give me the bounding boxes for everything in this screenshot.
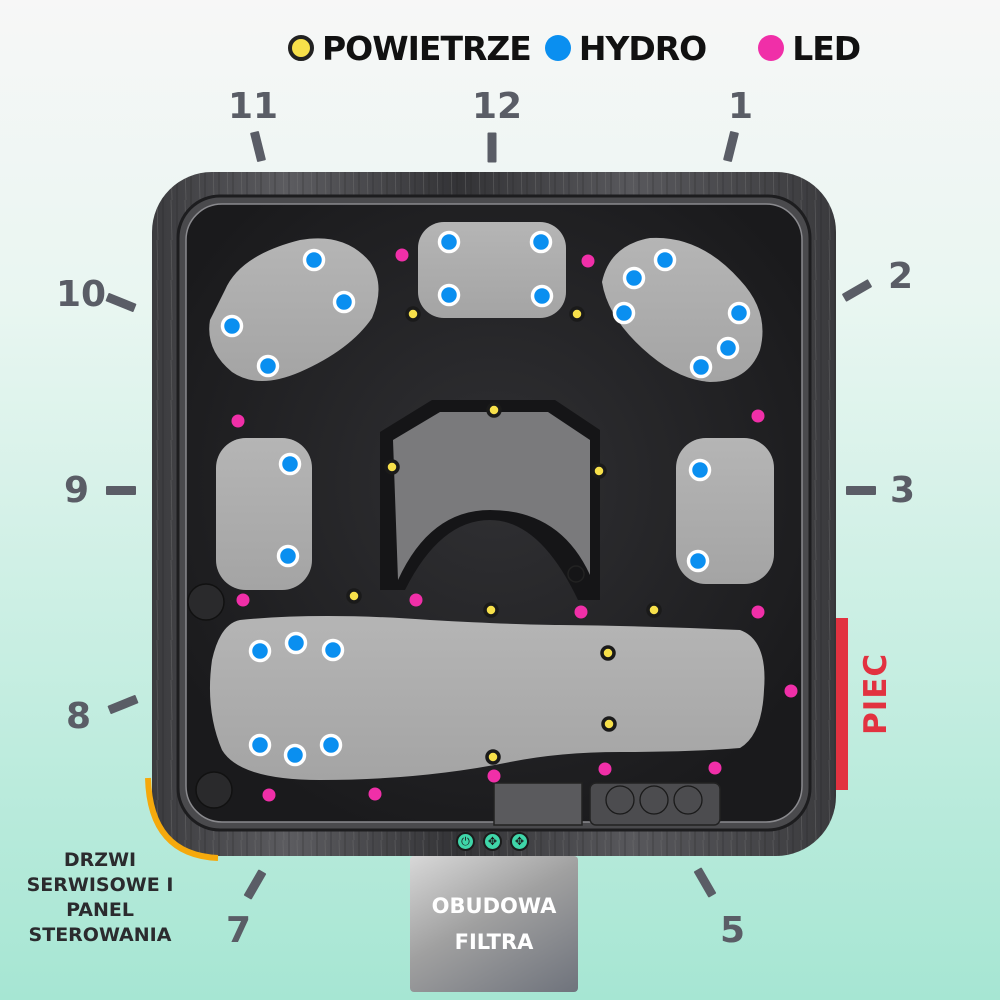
air-jet <box>601 716 617 732</box>
air-jet <box>600 645 616 661</box>
service-label-line4: STEROWANIA <box>28 924 172 946</box>
hydro-jet <box>248 733 272 757</box>
led-light <box>231 414 245 428</box>
led-light <box>262 788 276 802</box>
filter-label-line1: OBUDOWA <box>431 894 557 918</box>
legend-item-led: LED <box>758 28 861 68</box>
direction-pad-icon[interactable]: ✥ <box>510 832 529 851</box>
hydro-jet <box>622 266 646 290</box>
service-door-arc <box>145 777 219 861</box>
hydro-jet <box>278 452 302 476</box>
service-label-line2: SERWISOWE I <box>26 874 174 896</box>
position-12-label: 12 <box>472 86 523 127</box>
service-label-line1: DRZWI <box>63 849 137 871</box>
legend-item-hydro: HYDRO <box>544 28 707 68</box>
led-icon <box>758 35 785 61</box>
air-jet <box>384 459 400 475</box>
seat-top-left-lounger <box>209 238 379 381</box>
hydro-jet <box>686 549 710 573</box>
hydro-jet <box>689 355 713 379</box>
hydro-jet <box>276 544 300 568</box>
heater-marker <box>836 618 848 790</box>
led-light <box>751 605 765 619</box>
power-icon[interactable]: ⏻ <box>456 832 475 851</box>
legend-label-led: LED <box>792 28 861 68</box>
air-jet <box>569 306 585 322</box>
air-jet <box>346 588 362 604</box>
heater-label: PIEC <box>858 652 894 735</box>
position-2-label: 2 <box>888 256 914 297</box>
position-9-tick <box>106 486 136 495</box>
hydro-jet <box>302 248 326 272</box>
air-jet <box>483 602 499 618</box>
position-12-tick <box>487 132 497 163</box>
air-jet <box>486 402 502 418</box>
position-10-label: 10 <box>56 274 107 315</box>
led-light <box>236 593 250 607</box>
hydro-jet <box>248 639 272 663</box>
jets-layer <box>220 230 798 802</box>
legend-label-air: POWIETRZE <box>322 28 532 68</box>
hydro-jet <box>220 314 244 338</box>
legend-label-hydro: HYDRO <box>578 28 707 68</box>
hydro-jet <box>284 631 308 655</box>
air-jet <box>591 463 607 479</box>
hydro-jet <box>283 743 307 767</box>
position-5-label: 5 <box>720 910 746 951</box>
position-7-label: 7 <box>226 910 252 951</box>
hydro-jet <box>437 230 461 254</box>
service-label-line3: PANEL <box>66 899 134 921</box>
led-light <box>708 761 722 775</box>
position-8-label: 8 <box>66 696 92 737</box>
direction-pad-icon[interactable]: ✥ <box>483 832 502 851</box>
hydro-jet <box>727 301 751 325</box>
hydro-jet <box>256 354 280 378</box>
air-jet <box>646 602 662 618</box>
position-9-label: 9 <box>64 470 90 511</box>
filter-housing: OBUDOWA FILTRA <box>410 856 578 992</box>
led-light <box>409 593 423 607</box>
hydro-jet <box>437 283 461 307</box>
hydro-jet <box>319 733 343 757</box>
hydro-jet <box>530 284 554 308</box>
position-3-label: 3 <box>890 470 916 511</box>
hydro-jet <box>321 638 345 662</box>
seat-bottom-lounger <box>209 616 765 780</box>
hydro-jet <box>716 336 740 360</box>
service-door-label: DRZWI SERWISOWE I PANEL STEROWANIA <box>10 848 190 948</box>
led-light <box>487 769 501 783</box>
led-light <box>368 787 382 801</box>
led-light <box>751 409 765 423</box>
led-light <box>574 605 588 619</box>
hydro-jet <box>529 230 553 254</box>
position-3-tick <box>846 486 876 495</box>
hydro-jet <box>688 458 712 482</box>
led-light <box>581 254 595 268</box>
hydro-jet <box>653 248 677 272</box>
legend-item-air: POWIETRZE <box>288 28 532 68</box>
legend: POWIETRZE HYDRO LED <box>288 26 861 70</box>
position-1-label: 1 <box>728 86 754 127</box>
hydro-jet-icon <box>544 35 571 61</box>
air-jet <box>405 306 421 322</box>
hydro-jet <box>332 290 356 314</box>
led-light <box>784 684 798 698</box>
led-light <box>395 248 409 262</box>
led-light <box>598 762 612 776</box>
air-jet-icon <box>288 35 314 61</box>
position-11-label: 11 <box>228 86 279 127</box>
filter-label-line2: FILTRA <box>454 930 534 954</box>
hydro-jet <box>612 301 636 325</box>
air-jet <box>485 749 501 765</box>
